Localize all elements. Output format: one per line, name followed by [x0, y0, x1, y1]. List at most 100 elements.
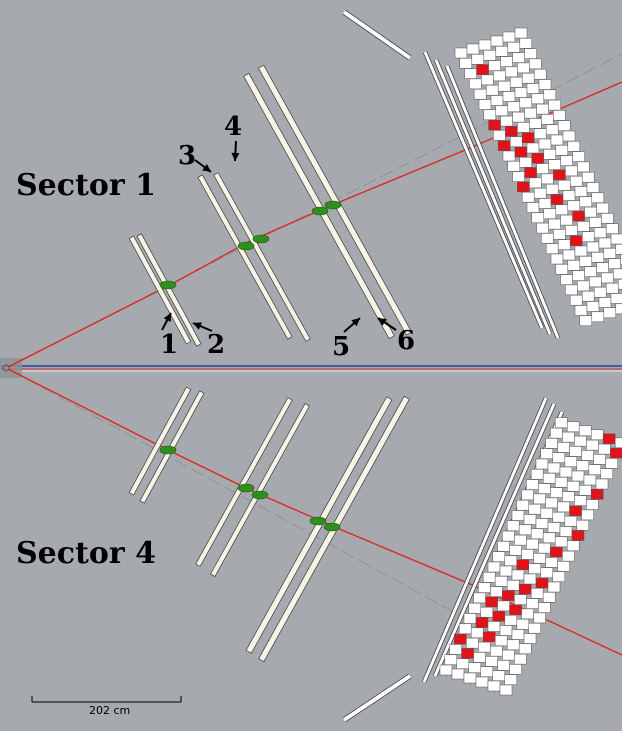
calorimeter-top-cell: [454, 47, 468, 59]
calorimeter-bottom-cell: [506, 639, 520, 651]
calorimeter-top-cell: [502, 91, 516, 102]
calorimeter-top-cell: [560, 274, 573, 285]
chamber-region2-top-a: [197, 174, 293, 340]
calorimeter-bottom-cell: [540, 567, 554, 578]
calorimeter-bottom-cell: [538, 483, 551, 494]
calorimeter-top-cell: [562, 190, 576, 201]
calorimeter-bottom-cell: [569, 505, 582, 517]
hit-cluster-8: [251, 490, 269, 500]
calorimeter-top-cell: [593, 227, 607, 238]
calorimeter-bottom-cell: [485, 596, 498, 608]
calorimeter-top-cell: [591, 252, 605, 263]
calorimeter-bottom-cell: [504, 555, 518, 566]
calorimeter-bottom-cell: [473, 652, 486, 663]
calorimeter-top-cell: [507, 42, 521, 53]
calorimeter-bottom-cell: [526, 598, 539, 609]
calorimeter-bottom-cell: [506, 520, 520, 532]
calorimeter-bottom-cell: [521, 608, 534, 620]
tof-top-2: [445, 65, 560, 339]
calorimeter-top-cell: [512, 171, 525, 182]
calorimeter-top-cell: [500, 115, 513, 127]
calorimeter-top-cell: [589, 276, 602, 288]
calorimeter-bottom-cell: [478, 641, 491, 653]
calorimeter-bottom-cell: [552, 571, 566, 582]
tof-bottom-0: [422, 397, 548, 683]
calorimeter-top-cell: [581, 290, 595, 302]
calorimeter-bottom-cell: [547, 462, 561, 474]
calorimeter-bottom-cell: [468, 602, 482, 614]
calorimeter-bottom-cell: [566, 481, 580, 492]
calorimeter-top-cell: [538, 79, 552, 90]
calorimeter-top-cell: [500, 56, 513, 67]
hit-cluster-3: [252, 234, 270, 244]
calorimeter-top-cell: [495, 105, 509, 117]
calorimeter-top-cell: [567, 200, 581, 212]
calorimeter-bottom-cell: [562, 550, 575, 562]
calorimeter-top-cell: [610, 293, 622, 304]
calorimeter-top-cell: [577, 280, 590, 292]
calorimeter-bottom-cell: [566, 421, 580, 433]
calorimeter-top-cell: [601, 272, 614, 284]
calorimeter-bottom-cell: [502, 530, 515, 542]
calorimeter-top-cell: [555, 204, 569, 216]
calorimeter-top-cell: [512, 111, 525, 123]
calorimeter-bottom-cell: [521, 549, 534, 560]
calorimeter-bottom-cell: [499, 565, 513, 577]
calorimeter-bottom-cell: [605, 458, 618, 469]
calorimeter-top-cell: [569, 175, 583, 187]
arrow-1-head: [163, 313, 171, 322]
calorimeter-bottom-cell: [526, 538, 539, 550]
calorimeter-bottom-cell: [504, 614, 518, 626]
calorimeter-top-cell: [478, 39, 492, 51]
target: [2, 364, 10, 372]
calorimeter-top-cell: [557, 120, 571, 131]
calorimeter-top-cell: [497, 140, 511, 151]
arrow-4-head: [231, 152, 240, 161]
calorimeter-bottom-cell: [557, 561, 570, 572]
calorimeter-top-cell: [526, 83, 540, 94]
calorimeter-bottom-cell: [487, 621, 501, 632]
calorimeter-top-cell: [488, 119, 501, 131]
calorimeter-top-cell: [579, 196, 593, 208]
calorimeter-top-cell: [574, 186, 588, 197]
calorimeter-bottom-cell: [506, 580, 520, 591]
arrow-6-head: [378, 318, 387, 326]
calorimeter-top-cell: [497, 80, 511, 92]
calorimeter-top-cell: [529, 118, 542, 129]
calorimeter-top-cell: [550, 194, 564, 205]
calorimeter-bottom-cell: [571, 530, 585, 541]
scale-bar: [31, 696, 182, 703]
calorimeter-top-cell: [538, 198, 552, 209]
calorimeter-top-cell: [526, 202, 540, 213]
calorimeter-top-cell: [579, 256, 593, 267]
calorimeter-top-cell: [569, 294, 583, 306]
calorimeter-top-cell: [524, 167, 537, 178]
calorimeter-bottom-cell: [583, 474, 597, 486]
calorimeter-top-cell: [591, 192, 605, 204]
calorimeter-bottom-cell: [451, 668, 465, 680]
calorimeter-bottom-cell: [518, 524, 532, 536]
calorimeter-bottom-cell: [564, 456, 578, 467]
calorimeter-top-cell: [526, 142, 540, 154]
calorimeter-top-cell: [536, 163, 549, 174]
calorimeters: [421, 27, 622, 696]
calorimeter-bottom-cell: [540, 507, 554, 519]
calorimeter-top-cell: [529, 58, 542, 70]
chamber-region2-bot-b: [210, 403, 310, 577]
calorimeter-bottom-cell: [492, 551, 506, 562]
calorimeter-bottom-cell: [542, 592, 556, 603]
calorimeter-bottom-cell: [547, 522, 561, 533]
calorimeter-top-cell: [543, 149, 557, 160]
calorimeter-top-cell: [550, 134, 564, 146]
calorimeter-bottom-cell: [497, 541, 510, 552]
calorimeter-bottom-cell: [554, 477, 568, 488]
calorimeter-bottom-cell: [482, 572, 496, 583]
calorimeter-bottom-cell: [514, 534, 527, 546]
calorimeter-bottom-cell: [516, 499, 530, 511]
calorimeter-top-cell: [529, 177, 542, 189]
calorimeter-bottom-cell: [571, 470, 585, 482]
calorimeter-top-cell: [531, 93, 545, 105]
region-label-3: 3: [178, 141, 197, 171]
